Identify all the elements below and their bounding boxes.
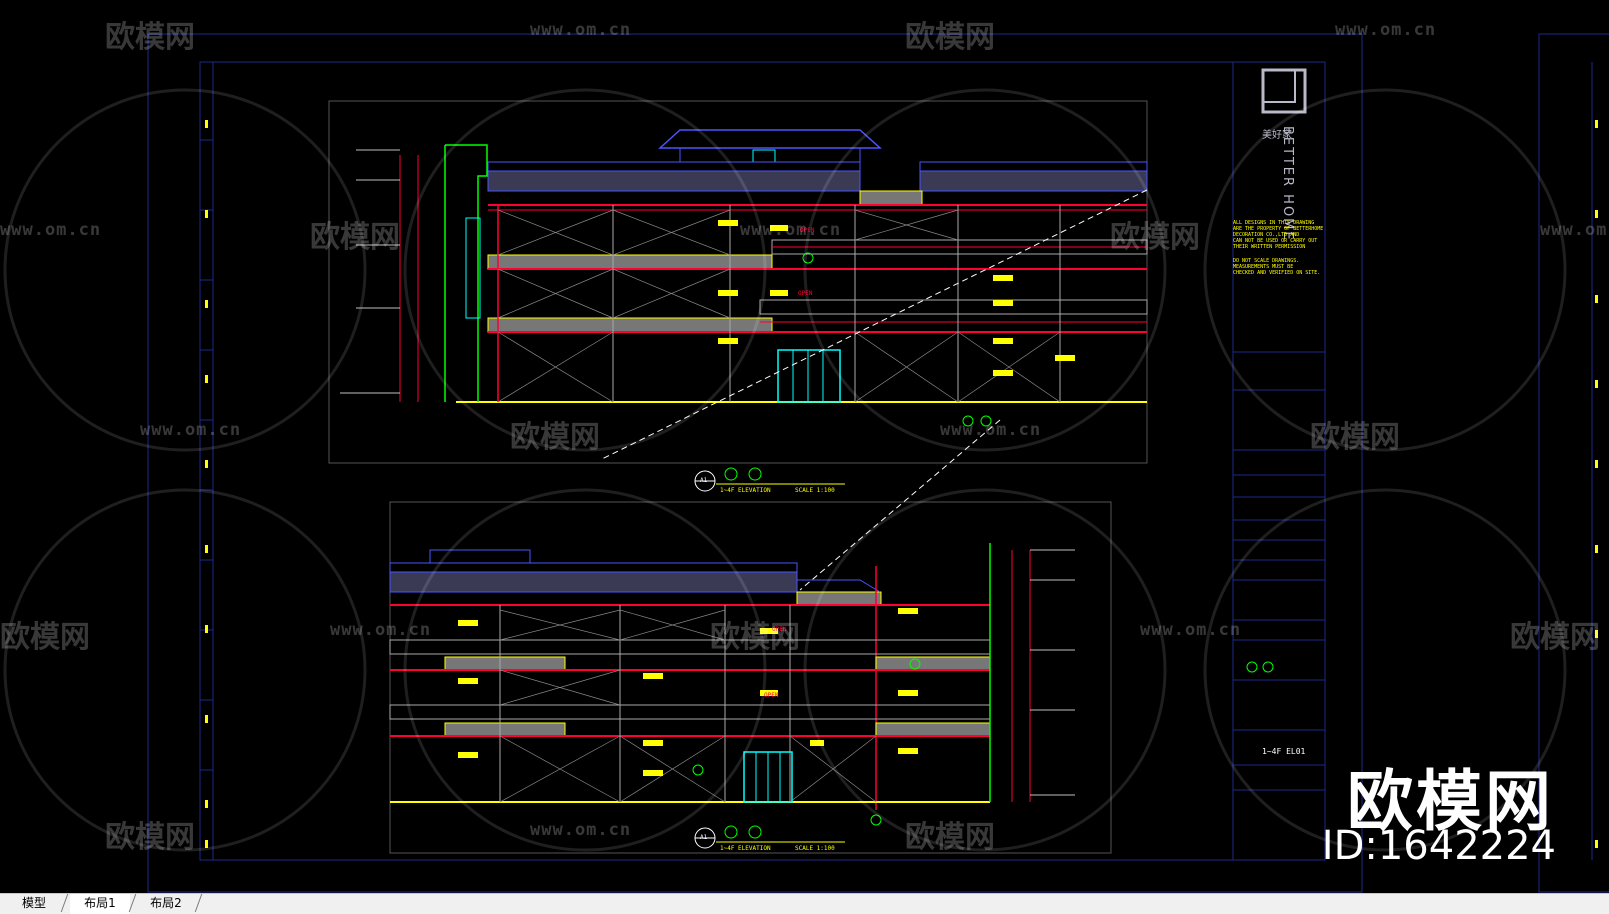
- watermark-url: www.om.cn: [740, 220, 842, 240]
- watermark-brand: 欧模网: [905, 20, 995, 55]
- title-note-6: DO NOT SCALE DRAWINGS.: [1233, 258, 1300, 264]
- tab-model[interactable]: 模型: [21, 896, 46, 910]
- logo-brand-text: BETTER HOME: [1280, 126, 1295, 242]
- title-note-8: CHECKED AND VERIFIED ON SITE.: [1233, 270, 1321, 276]
- watermark-brand: 欧模网: [310, 220, 400, 255]
- elevation-bottom: [389, 543, 1075, 826]
- title-note-4: CAN NOT BE USED OR CARRY OUT: [1233, 238, 1318, 244]
- viewports: [328, 100, 1148, 854]
- title-note-7: MEASUREMENTS MUST BE: [1233, 264, 1294, 270]
- drawing-number: 1~4F EL01: [1262, 747, 1306, 756]
- elevation-top: [340, 129, 1148, 427]
- id-watermark: ID:1642224: [1321, 823, 1556, 869]
- watermark-url: www.om.cn: [1140, 620, 1242, 640]
- tab-layout1[interactable]: 布局1: [70, 894, 130, 914]
- watermark-circles: [3, 88, 1567, 852]
- watermark-brand: 欧模网: [1310, 420, 1400, 455]
- title-block-bubbles: [1246, 661, 1274, 673]
- watermark-brand: 欧模网: [105, 20, 195, 55]
- watermark-url: www.om.cn: [1540, 220, 1609, 240]
- brand-watermark-large: 欧模网: [1347, 763, 1554, 840]
- watermark-brand: 欧模网: [0, 620, 90, 655]
- watermark-brand: 欧模网: [105, 820, 195, 855]
- cad-drawing-canvas[interactable]: [0, 0, 1609, 893]
- logo-cn-text: 美好家: [1262, 130, 1292, 141]
- section-cut-lines: [599, 189, 1148, 591]
- title-note-3: DECORATION CO.,LTD AND: [1233, 232, 1300, 238]
- open-label-2: OPEN: [798, 290, 813, 297]
- watermark-url: www.om.cn: [0, 220, 102, 240]
- watermark-url: www.om.cn: [330, 620, 432, 640]
- scale-label-top: SCALE 1:100: [795, 487, 835, 494]
- watermark-url: www.om.cn: [530, 20, 632, 40]
- layout-tab-bar: 模型 布局1 布局2: [0, 893, 1609, 914]
- title-note-1: ALL DESIGNS IN THIS DRAWING: [1233, 220, 1315, 226]
- watermark-brand: 欧模网: [710, 620, 800, 655]
- tab-separator: [60, 894, 69, 912]
- watermark-brand: 欧模网: [1110, 220, 1200, 255]
- tab-layout2[interactable]: 布局2: [150, 896, 182, 910]
- watermark-url: www.om.cn: [940, 420, 1042, 440]
- elevation-top-label: [694, 467, 845, 492]
- watermark-url: www.om.cn: [530, 820, 632, 840]
- watermark-brand: 欧模网: [1510, 620, 1600, 655]
- open-label-4: OPEN: [764, 692, 779, 699]
- elevation-label-bottom: 1~4F ELEVATION: [720, 845, 771, 852]
- title-block-notes: ALL DESIGNS IN THIS DRAWING ARE THE PROP…: [1233, 220, 1325, 276]
- open-label-1: OPEN: [800, 227, 815, 234]
- title-note-2: ARE THE PROPERTY OF BETTERHOME: [1233, 226, 1324, 232]
- margin-labels: [205, 120, 1598, 848]
- margin-ticks: [200, 139, 213, 771]
- open-label-3: OPEN: [772, 626, 787, 633]
- watermark-brand: 欧模网: [905, 820, 995, 855]
- watermark-brand: 欧模网: [510, 420, 600, 455]
- title-block: [1233, 68, 1325, 791]
- title-note-5: THEIR WRITTEN PERMISSION: [1233, 244, 1306, 250]
- scale-label-bottom: SCALE 1:100: [795, 845, 835, 852]
- watermark-url: www.om.cn: [1335, 20, 1437, 40]
- callout-a1-top: A1: [700, 477, 708, 484]
- watermark-url: www.om.cn: [140, 420, 242, 440]
- callout-a1-bottom: A1: [700, 834, 708, 841]
- elevation-bottom-label: [694, 825, 845, 849]
- sheet-frames: [147, 33, 1609, 893]
- elevation-label-top: 1~4F ELEVATION: [720, 487, 771, 494]
